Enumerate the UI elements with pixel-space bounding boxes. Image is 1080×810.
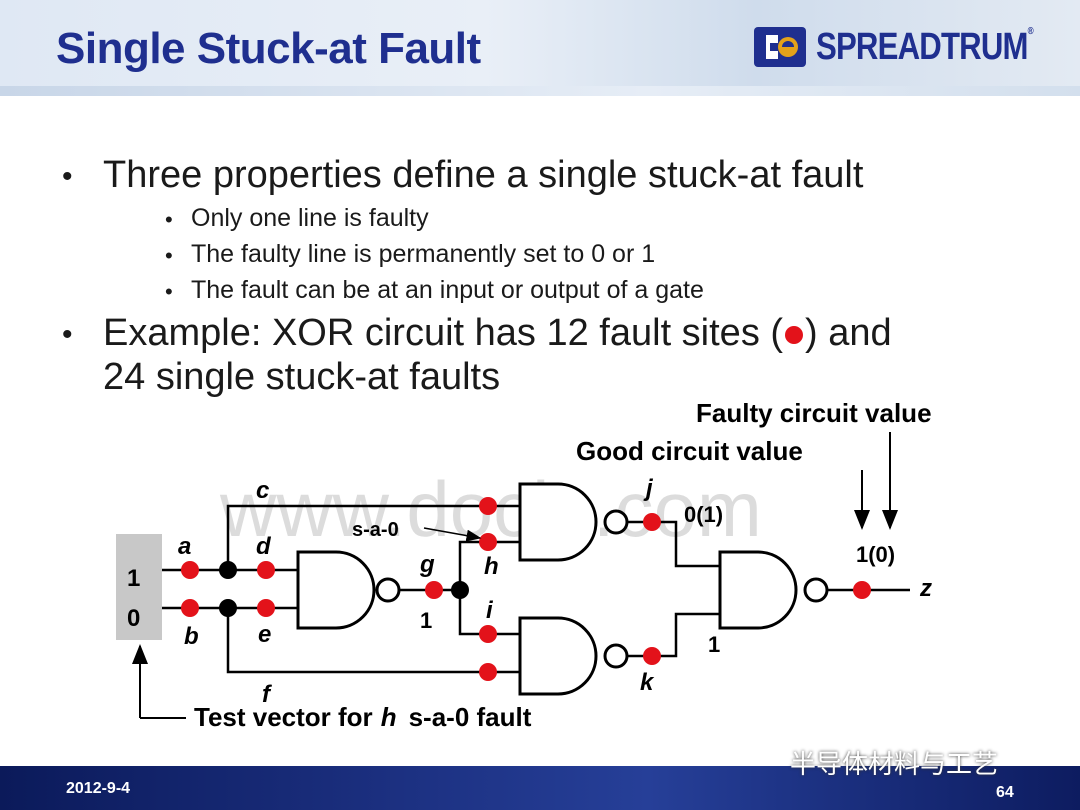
faulty-circuit-value-label: Faulty circuit value: [696, 398, 932, 428]
node-label-z: z: [919, 575, 932, 602]
logo-text: SPREADTRUM®: [816, 25, 1034, 68]
fault-site-g: [425, 581, 443, 599]
fault-site-d: [257, 561, 275, 579]
fanout-g: [451, 581, 469, 599]
fault-site-e: [257, 599, 275, 617]
fault-site-c: [479, 497, 497, 515]
node-label-a: a: [178, 533, 191, 560]
sub-bullet-1: Only one line is faulty: [191, 204, 429, 232]
node-label-c: c: [256, 477, 269, 504]
footer-date: 2012-9-4: [66, 780, 131, 797]
bullet-1: Three properties define a single stuck-a…: [103, 154, 864, 196]
spreadtrum-logo: SPREADTRUM®: [752, 22, 1080, 72]
sub-bullet-marker: •: [165, 243, 173, 268]
nand-gates: [296, 482, 829, 696]
sub-bullet-marker: •: [165, 279, 173, 304]
nand-gate-4-bubble: [803, 577, 829, 603]
node-label-d: d: [256, 533, 272, 560]
fault-sites: [181, 497, 871, 681]
nand-gate-1: [296, 550, 376, 630]
page-number: 64: [996, 784, 1014, 801]
good-circuit-value-label: Good circuit value: [576, 436, 803, 466]
xor-circuit-diagram: www.docin.com 1 0: [116, 398, 932, 732]
node-label-k: k: [640, 669, 655, 696]
fanout-a: [219, 561, 237, 579]
fault-site-f: [479, 663, 497, 681]
fault-site-b: [181, 599, 199, 617]
bullet-marker: •: [62, 318, 73, 351]
title-bar: [0, 0, 1080, 96]
value-k: 1: [708, 632, 720, 657]
bullet-2-line2: 24 single stuck-at faults: [103, 356, 501, 398]
fanout-points: [219, 561, 469, 617]
nand-gate-3-bubble: [603, 643, 629, 669]
nand-gate-2: [518, 482, 598, 562]
node-label-g: g: [419, 551, 435, 578]
node-label-f: f: [262, 681, 272, 708]
sub-bullet-3: The fault can be at an input or output o…: [191, 276, 704, 304]
sub-bullet-2: The faulty line is permanently set to 0 …: [191, 240, 656, 268]
fault-site-i: [479, 625, 497, 643]
nand-gate-3: [518, 616, 598, 696]
value-z: 1(0): [856, 542, 895, 567]
fanout-b: [219, 599, 237, 617]
spreadtrum-logo-icon: [754, 27, 806, 67]
bullet-2: Example: XOR circuit has 12 fault sites …: [103, 312, 892, 354]
fault-site-j: [643, 513, 661, 531]
node-label-i: i: [486, 597, 494, 624]
node-label-b: b: [184, 623, 199, 650]
bullet-marker: •: [62, 160, 73, 193]
brand-watermark: 半导体材料与工艺: [790, 750, 999, 780]
fault-site-a: [181, 561, 199, 579]
footer-bar: [0, 766, 1080, 810]
input-b-value: 0: [127, 605, 140, 632]
value-j: 0(1): [684, 502, 723, 527]
nand-gate-2-bubble: [603, 509, 629, 535]
fault-site-legend-dot: [785, 325, 804, 344]
node-label-j: j: [643, 475, 654, 502]
fault-site-z: [853, 581, 871, 599]
value-g: 1: [420, 608, 432, 633]
title-bar-band: [0, 86, 1080, 96]
fault-site-h: [479, 533, 497, 551]
nand-gate-1-bubble: [375, 577, 401, 603]
fault-site-k: [643, 647, 661, 665]
input-a-value: 1: [127, 565, 140, 592]
node-label-h: h: [484, 553, 499, 580]
nand-gate-4: [718, 550, 798, 630]
input-vector-box: [116, 534, 162, 640]
node-label-e: e: [258, 621, 271, 648]
sub-bullet-marker: •: [165, 207, 173, 232]
slide-title: Single Stuck-at Fault: [56, 24, 481, 73]
sa0-label: s-a-0: [352, 519, 399, 541]
sa0-arrow: [423, 527, 482, 542]
